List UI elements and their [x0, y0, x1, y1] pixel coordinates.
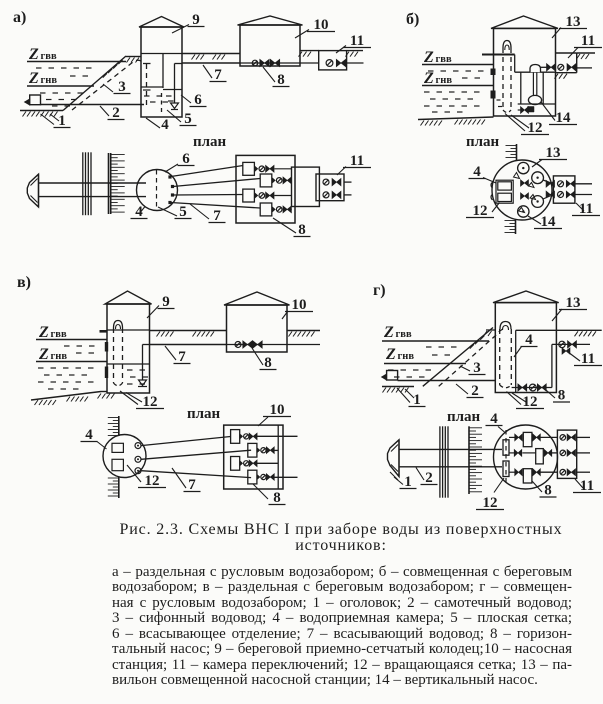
svg-text:14: 14 — [556, 110, 572, 126]
svg-text:гвв: гвв — [436, 54, 452, 65]
svg-text:Z: Z — [383, 324, 394, 341]
svg-text:3: 3 — [473, 360, 481, 376]
svg-text:4: 4 — [85, 427, 93, 443]
svg-text:гвв: гвв — [51, 329, 67, 340]
svg-text:2: 2 — [112, 105, 120, 121]
svg-text:4: 4 — [135, 204, 143, 220]
svg-text:Z: Z — [385, 346, 396, 363]
svg-text:14: 14 — [541, 214, 557, 230]
svg-text:7: 7 — [178, 349, 186, 365]
svg-text:7: 7 — [214, 67, 222, 83]
svg-text:13: 13 — [566, 14, 581, 30]
svg-text:2: 2 — [471, 383, 479, 399]
svg-text:гнв: гнв — [41, 75, 58, 86]
svg-text:7: 7 — [188, 477, 196, 493]
svg-text:8: 8 — [264, 355, 272, 371]
svg-text:1: 1 — [58, 113, 66, 129]
svg-text:Z: Z — [28, 70, 39, 87]
svg-text:11: 11 — [580, 478, 594, 494]
svg-text:план: план — [466, 134, 500, 150]
svg-text:11: 11 — [350, 33, 364, 49]
svg-text:11: 11 — [581, 33, 595, 49]
svg-text:6: 6 — [182, 151, 190, 167]
svg-text:7: 7 — [213, 208, 221, 224]
svg-text:Z: Z — [423, 70, 434, 87]
svg-text:в): в) — [17, 274, 31, 291]
svg-text:4: 4 — [161, 117, 169, 133]
svg-text:Z: Z — [28, 46, 39, 63]
svg-text:план: план — [193, 134, 227, 150]
svg-text:Z: Z — [38, 324, 49, 341]
svg-text:5: 5 — [179, 204, 187, 220]
svg-text:5: 5 — [184, 111, 192, 127]
svg-text:гвв: гвв — [41, 51, 57, 62]
svg-text:а): а) — [13, 9, 26, 26]
svg-text:план: план — [447, 409, 481, 425]
svg-text:1: 1 — [404, 474, 412, 490]
svg-text:13: 13 — [566, 295, 581, 311]
svg-text:8: 8 — [298, 222, 306, 238]
svg-text:гвв: гвв — [396, 329, 412, 340]
svg-text:9: 9 — [162, 294, 170, 310]
svg-text:4: 4 — [473, 164, 481, 180]
svg-text:8: 8 — [273, 490, 281, 506]
svg-text:12: 12 — [145, 473, 160, 489]
svg-text:12: 12 — [483, 495, 498, 511]
svg-text:2: 2 — [425, 470, 433, 486]
svg-text:гнв: гнв — [51, 351, 68, 362]
svg-text:гнв: гнв — [436, 75, 453, 86]
svg-text:6: 6 — [194, 92, 202, 108]
svg-text:4: 4 — [525, 332, 533, 348]
svg-text:8: 8 — [544, 483, 552, 499]
svg-text:12: 12 — [473, 203, 488, 219]
svg-text:г): г) — [373, 282, 386, 299]
svg-text:8: 8 — [277, 72, 285, 88]
svg-text:Z: Z — [38, 346, 49, 363]
svg-text:10: 10 — [270, 402, 285, 418]
svg-text:11: 11 — [350, 153, 364, 169]
svg-text:11: 11 — [579, 201, 593, 217]
svg-text:Z: Z — [423, 49, 434, 66]
svg-text:13: 13 — [546, 145, 561, 161]
svg-text:б): б) — [406, 11, 419, 28]
svg-text:12: 12 — [523, 394, 538, 410]
svg-text:гнв: гнв — [398, 351, 415, 362]
svg-text:10: 10 — [314, 17, 329, 33]
svg-text:3: 3 — [118, 79, 126, 95]
svg-text:8: 8 — [558, 388, 566, 404]
svg-text:10: 10 — [292, 297, 307, 313]
svg-text:1: 1 — [413, 392, 421, 408]
svg-text:11: 11 — [581, 351, 595, 367]
svg-text:план: план — [187, 406, 221, 422]
svg-text:12: 12 — [528, 120, 543, 136]
svg-text:4: 4 — [490, 411, 498, 427]
svg-text:12: 12 — [143, 394, 158, 410]
svg-text:9: 9 — [192, 12, 200, 28]
